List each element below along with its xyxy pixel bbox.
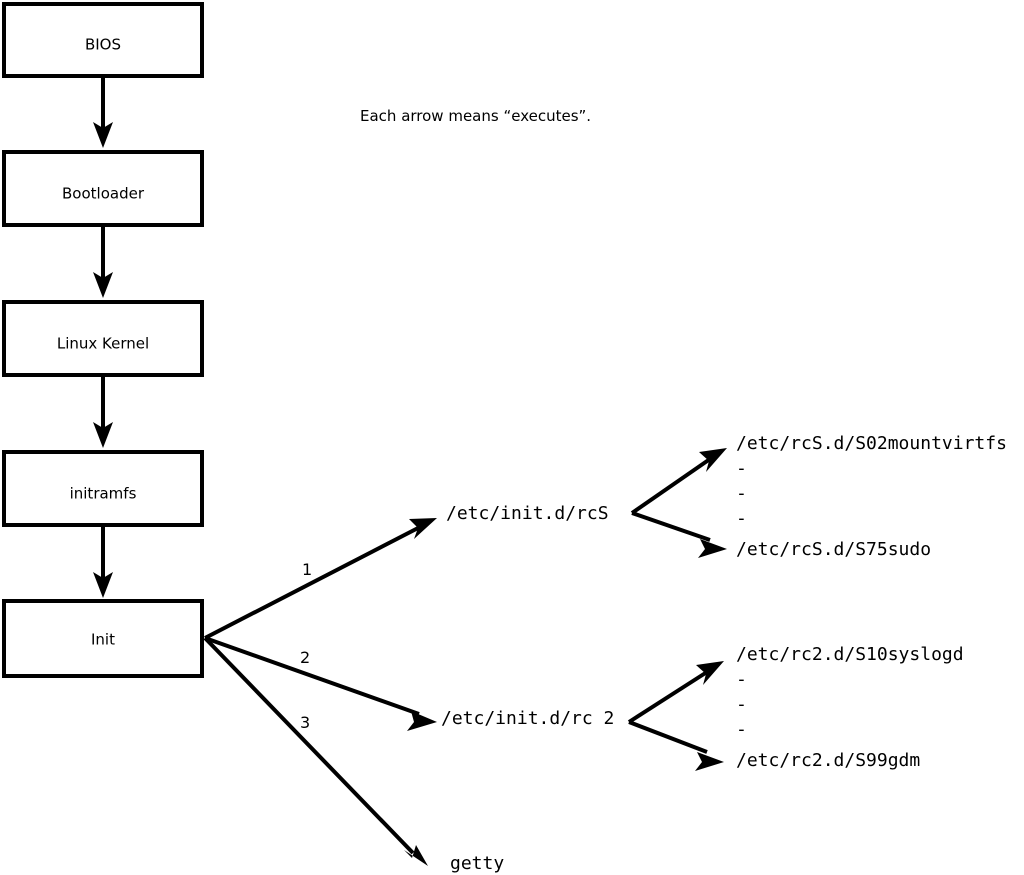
label-etc-init-d-rc-2: /etc/init.d/rc 2 <box>441 708 614 729</box>
arrow-head-icon <box>93 272 113 298</box>
label-getty: getty <box>450 853 504 874</box>
label-rc2-script-last: /etc/rc2.d/S99gdm <box>736 750 920 771</box>
arrow-head-icon <box>93 122 113 148</box>
edge-initramfs-to-init <box>93 525 113 598</box>
linux-kernel-box[interactable] <box>2 300 204 377</box>
label-rcs-ellipsis-2: - <box>736 483 747 504</box>
bootloader-label: Bootloader <box>62 185 145 203</box>
edge-rcs-to-first-script <box>630 448 727 515</box>
arrow-head-icon <box>93 422 113 448</box>
label-rc2-script-first: /etc/rc2.d/S10syslogd <box>736 644 964 665</box>
label-rc2-ellipsis-3: - <box>736 719 747 740</box>
edge-rcs-to-last-script <box>631 511 727 558</box>
edge-init-branch-1: 1 <box>204 518 437 640</box>
edge-rc2-to-first-script <box>627 661 724 724</box>
arrow-head-icon <box>699 448 727 472</box>
edge-number-3: 3 <box>300 713 310 732</box>
arrow-head-icon <box>698 539 727 558</box>
edge-number-2: 2 <box>300 648 310 667</box>
node-init[interactable]: Init <box>2 599 204 678</box>
edge-init-branch-3: 3 <box>203 636 428 866</box>
edge-init-branch-2: 2 <box>204 636 437 731</box>
note-each-arrow-means-executes: Each arrow means “executes”. <box>360 107 591 125</box>
edge-bios-to-bootloader <box>93 76 113 148</box>
arrow-head-icon <box>695 752 724 771</box>
bios-label: BIOS <box>85 36 121 54</box>
edge-number-1: 1 <box>302 560 312 579</box>
arrow-head-icon <box>409 518 437 539</box>
bios-box[interactable] <box>2 2 204 78</box>
edge-bootloader-to-kernel <box>93 225 113 298</box>
init-label: Init <box>91 631 115 649</box>
bootloader-box[interactable] <box>2 150 204 227</box>
node-linux-kernel[interactable]: Linux Kernel <box>2 300 204 377</box>
edge-kernel-to-initramfs <box>93 375 113 448</box>
label-rcs-ellipsis-3: - <box>736 508 747 529</box>
arrow-head-icon <box>407 711 437 731</box>
label-rcs-script-last: /etc/rcS.d/S75sudo <box>736 539 931 560</box>
arrow-head-icon <box>93 572 113 598</box>
node-bootloader[interactable]: Bootloader <box>2 150 204 227</box>
label-rcs-script-first: /etc/rcS.d/S02mountvirtfs <box>736 433 1007 454</box>
label-rc2-ellipsis-2: - <box>736 694 747 715</box>
edge-rc2-to-last-script <box>628 720 724 771</box>
arrow-head-icon <box>404 845 428 866</box>
init-box[interactable] <box>2 599 204 678</box>
arrow-head-icon <box>696 661 724 685</box>
label-rc2-ellipsis-1: - <box>736 669 747 690</box>
label-etc-init-d-rcs: /etc/init.d/rcS <box>446 503 609 524</box>
node-bios[interactable]: BIOS <box>2 2 204 78</box>
label-rcs-ellipsis-1: - <box>736 458 747 479</box>
initramfs-label: initramfs <box>70 485 137 503</box>
node-initramfs[interactable]: initramfs <box>2 450 204 527</box>
linux-kernel-label: Linux Kernel <box>57 335 149 353</box>
